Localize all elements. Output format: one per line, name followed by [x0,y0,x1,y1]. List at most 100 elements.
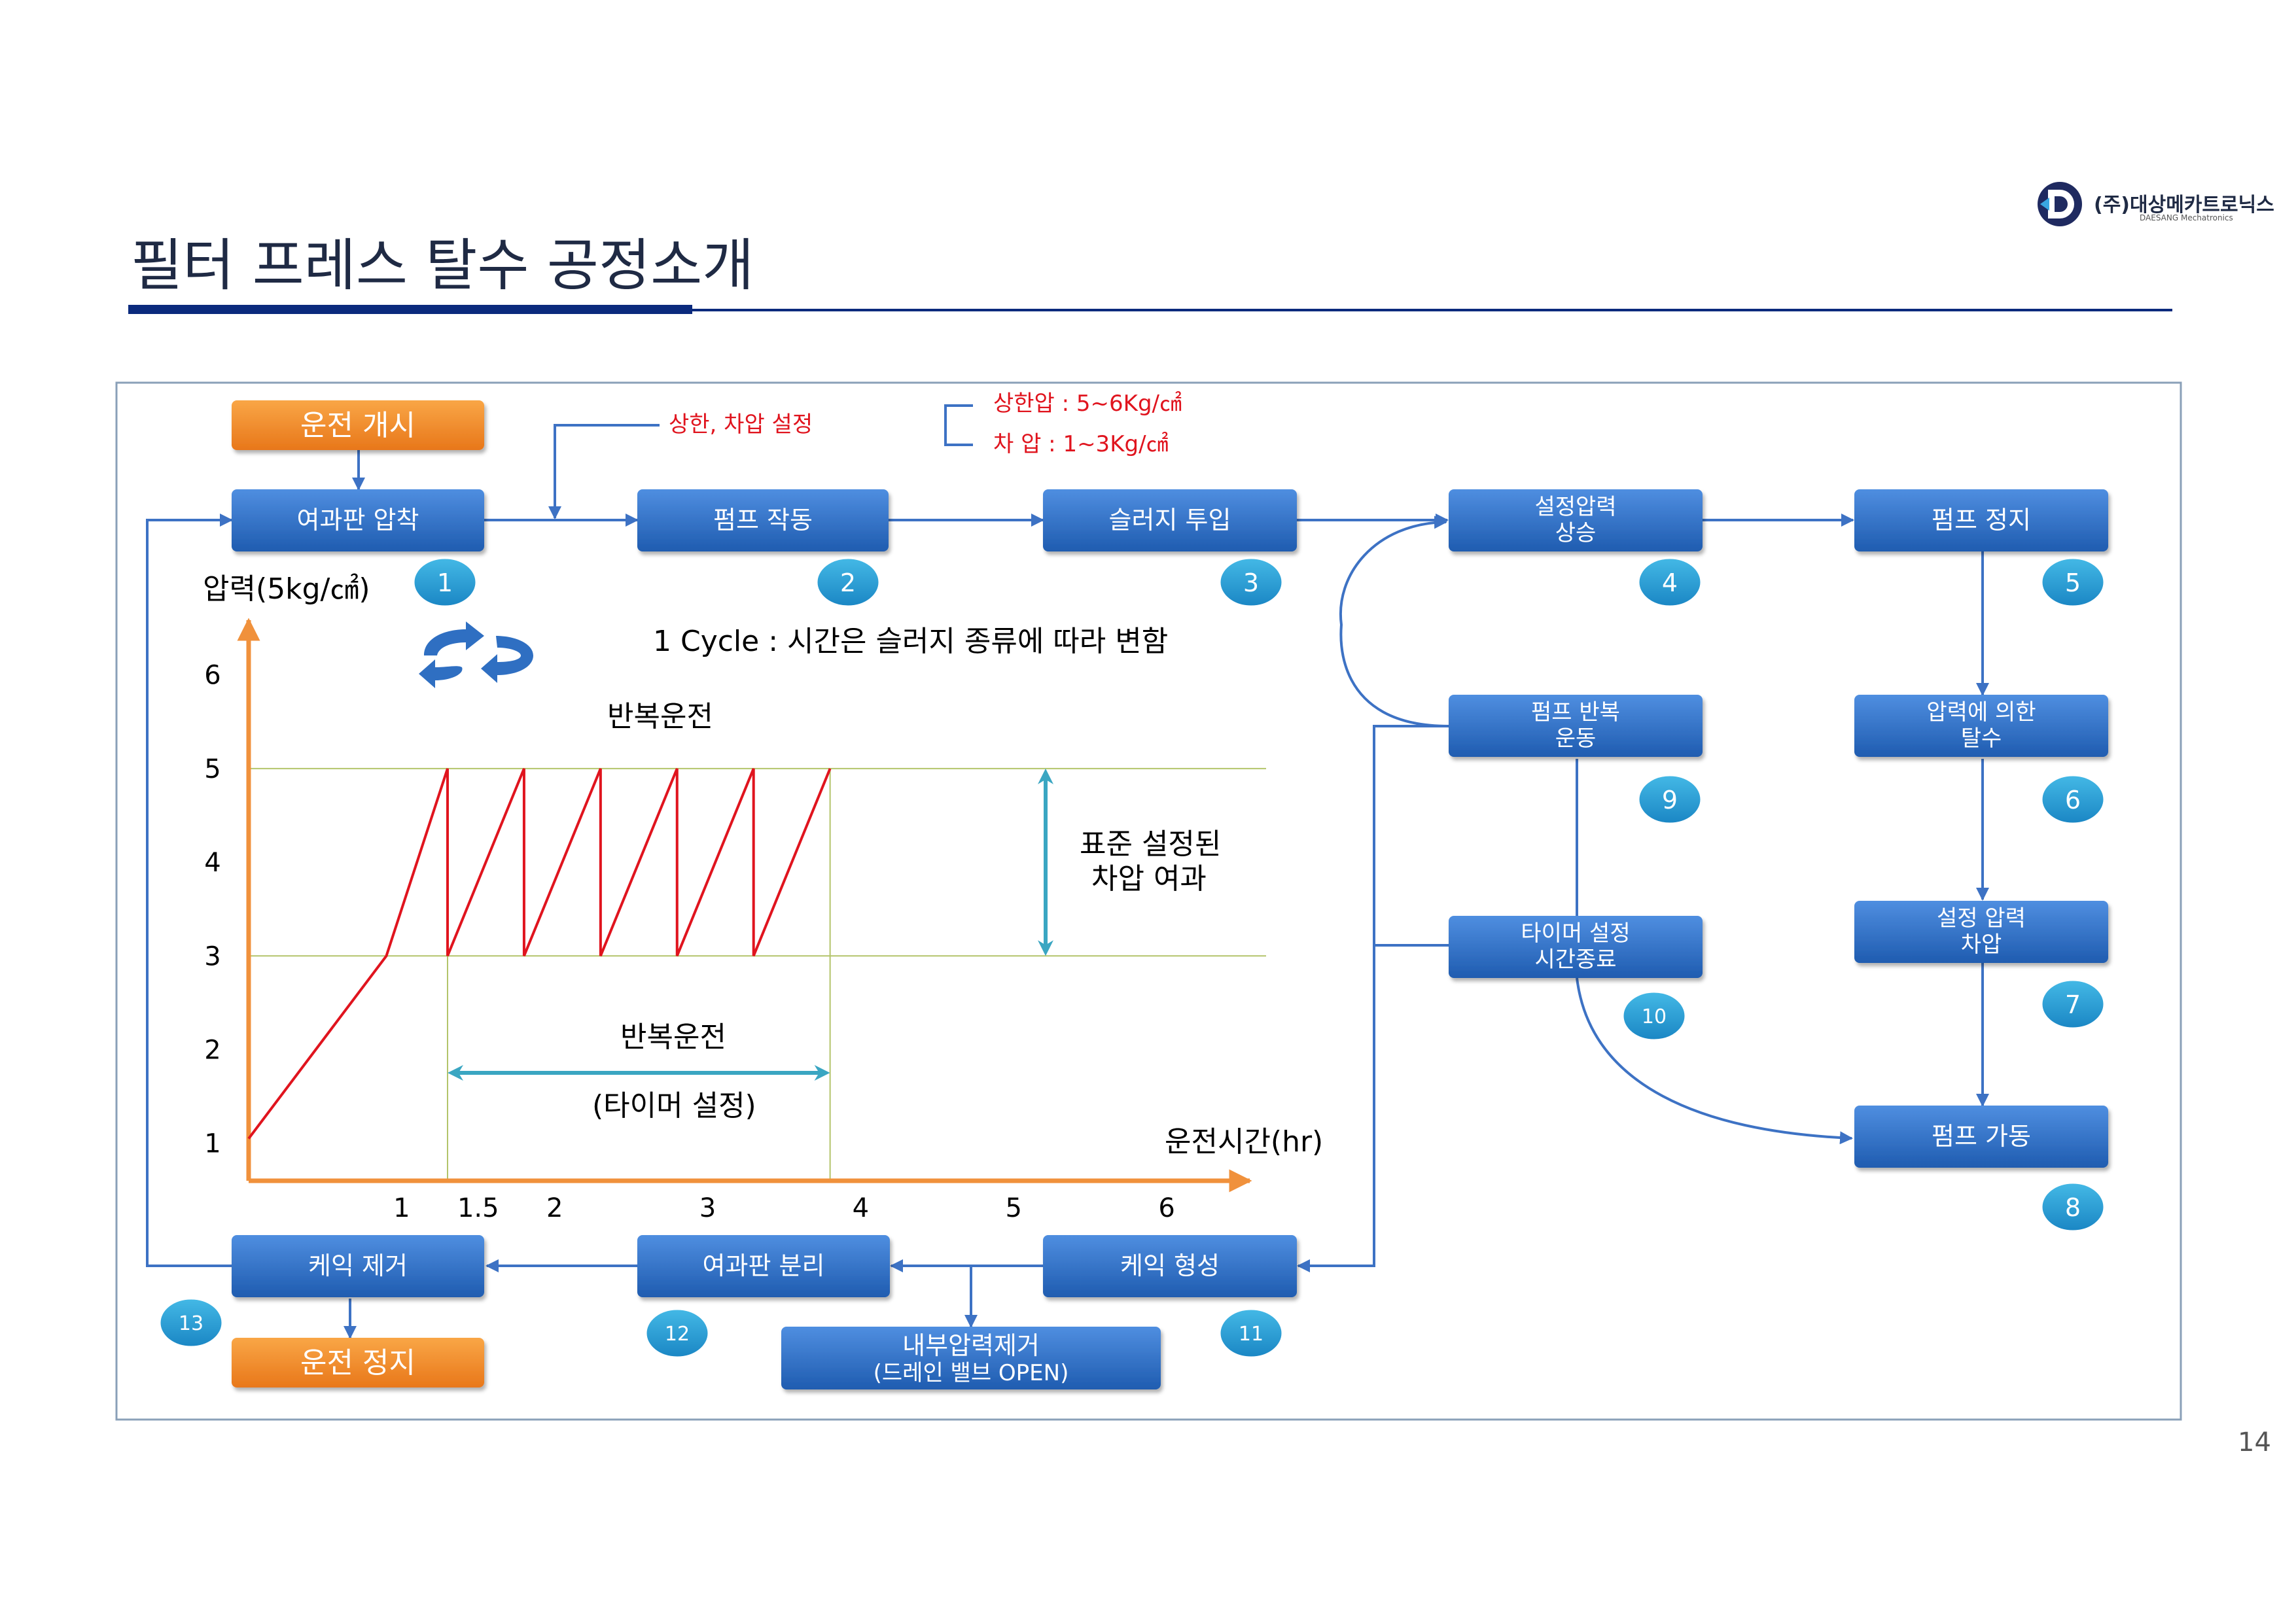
svg-text:설정압력: 설정압력 [1534,494,1616,520]
svg-text:7: 7 [2065,990,2081,1019]
upper-pressure-label: 상한압 : 5~6Kg/㎠ [993,391,1182,417]
svg-text:12: 12 [665,1323,690,1346]
svg-text:슬러지 투입: 슬러지 투입 [1109,506,1231,534]
page-title: 필터 프레스 탈수 공정소개 [131,233,754,298]
x-tick-4: 4 [853,1193,869,1223]
svg-text:11: 11 [1239,1323,1263,1346]
x-tick-2: 2 [546,1193,563,1223]
step-8-box: 펌프 가동 [1854,1106,2108,1168]
svg-text:4: 4 [1662,568,1678,597]
step-number-1: 1 [412,557,478,608]
svg-text:1: 1 [437,568,453,597]
y-tick-6: 6 [204,661,221,691]
step-13-box: 케익 제거 [232,1235,484,1297]
step-number-2: 2 [815,557,881,608]
svg-text:케익 형성: 케익 형성 [1120,1251,1220,1280]
limit-setting-arrow [548,424,660,519]
logo-subtitle: DAESANG Mechatronics [2140,213,2233,222]
standard-label-line2: 차압 여과 [1091,862,1207,896]
page-number: 14 [2238,1427,2271,1457]
timer-setting-label: (타이머 설정) [592,1089,756,1123]
x-tick-3: 3 [699,1193,716,1223]
svg-text:펌프 반복: 펌프 반복 [1531,699,1620,725]
svg-text:9: 9 [1662,786,1678,814]
svg-text:내부압력제거: 내부압력제거 [902,1331,1040,1360]
x-tick-6: 6 [1158,1193,1174,1223]
svg-text:여과판 압착: 여과판 압착 [297,506,419,534]
svg-text:6: 6 [2065,786,2081,814]
pressure-bracket [944,404,973,446]
cycle-note: 1 Cycle : 시간은 슬러지 종류에 따라 변함 [653,625,1168,658]
step9-loop-arrow [1339,515,1449,727]
y-axis-label: 압력(5kg/㎠) [203,572,370,606]
start-box: 운전 개시 [232,400,484,450]
title-underline-thin [692,309,2172,311]
logo-text: (주)대상메카트로닉스 [2094,194,2274,217]
right-bus-line [1297,725,1449,1272]
svg-text:압력에 의한: 압력에 의한 [1926,699,2036,725]
step10-to-step8-arrow [1576,977,1853,1145]
pressure-series-line [247,768,832,1140]
d-circle-logo-icon [2038,182,2082,226]
svg-text:타이머 설정: 타이머 설정 [1521,920,1630,947]
y-tick-4: 4 [204,848,221,878]
svg-text:펌프 작동: 펌프 작동 [713,506,813,534]
title-underline-thick [128,305,692,314]
repeat-top-label: 반복운전 [607,700,713,733]
return-to-step1-arrow [146,514,233,1267]
step-number-8: 8 [2040,1181,2106,1232]
step-number-3: 3 [1218,557,1284,608]
step-number-10: 10 [1621,990,1687,1041]
svg-text:10: 10 [1642,1005,1667,1028]
step-1-box: 여과판 압착 [232,489,484,551]
step-6-box: 압력에 의한 탈수 [1854,695,2108,757]
svg-text:2: 2 [840,568,856,597]
step-7-box: 설정 압력 차압 [1854,901,2108,963]
step-number-9: 9 [1637,774,1703,825]
step-4-box: 설정압력 상승 [1449,489,1703,551]
step-number-13: 13 [158,1297,224,1348]
y-tick-5: 5 [204,754,221,784]
svg-text:설정 압력: 설정 압력 [1937,905,2026,932]
svg-text:5: 5 [2065,568,2081,597]
limit-setting-label: 상한, 차압 설정 [669,411,813,438]
step-number-11: 11 [1218,1308,1284,1359]
step-3-box: 슬러지 투입 [1043,489,1297,551]
x-tick-5: 5 [1006,1193,1022,1223]
svg-text:운동: 운동 [1555,725,1597,752]
svg-text:시간종료: 시간종료 [1534,947,1616,973]
svg-text:탈수: 탈수 [1961,725,2002,752]
step-number-12: 12 [645,1308,710,1359]
step-2-box: 펌프 작동 [637,489,889,551]
x-tick-1.5: 1.5 [457,1193,499,1223]
x-tick-1: 1 [393,1193,410,1223]
flow-connectors [146,424,1989,1339]
repeat-mid-label: 반복운전 [620,1021,726,1054]
step-number-5: 5 [2040,557,2106,608]
svg-text:운전 정지: 운전 정지 [300,1346,415,1380]
svg-text:차압: 차압 [1961,932,2002,958]
step-9-box: 펌프 반복 운동 [1449,695,1703,757]
svg-text:펌프 정지: 펌프 정지 [1932,506,2031,534]
svg-text:운전 개시: 운전 개시 [300,409,415,442]
svg-text:3: 3 [1243,568,1259,597]
step-10-box: 타이머 설정 시간종료 [1449,916,1703,978]
drain-box: 내부압력제거 (드레인 밸브 OPEN) [781,1327,1161,1389]
step-number-7: 7 [2040,979,2106,1030]
svg-text:여과판 분리: 여과판 분리 [703,1251,825,1280]
y-tick-1: 1 [204,1129,221,1159]
standard-label-line1: 표준 설정된 [1080,828,1221,861]
diff-pressure-label: 차 압 : 1~3Kg/㎠ [993,431,1169,457]
step-11-box: 케익 형성 [1043,1235,1297,1297]
y-tick-2: 2 [204,1035,221,1065]
svg-text:(드레인 밸브 OPEN): (드레인 밸브 OPEN) [874,1360,1069,1386]
svg-text:펌프 가동: 펌프 가동 [1932,1122,2031,1151]
step-number-4: 4 [1637,557,1703,608]
y-tick-3: 3 [204,941,221,971]
cycle-arrows-icon [419,621,533,688]
svg-text:상승: 상승 [1555,520,1597,546]
diagram-frame [115,381,2182,1421]
step-number-6: 6 [2040,774,2106,825]
